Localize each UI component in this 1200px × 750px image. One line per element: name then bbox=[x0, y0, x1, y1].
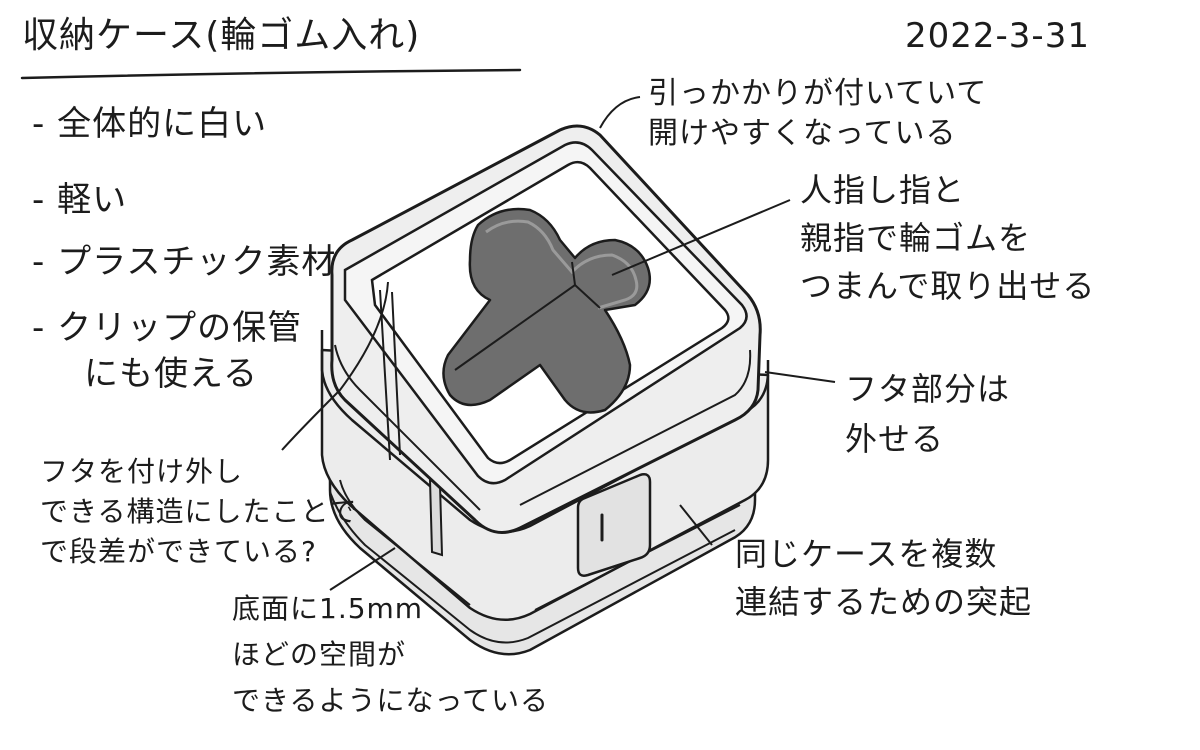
lid-side-edge bbox=[334, 344, 752, 511]
leader-pinch bbox=[611, 199, 791, 276]
cross-cutout bbox=[442, 207, 652, 414]
annotation-connector: 同じケースを複数 連結するための突起 bbox=[735, 530, 1032, 626]
annotation-step: フタを付け外し できる構造にしたことで で段差ができている? bbox=[40, 452, 358, 572]
front-connector-tab bbox=[576, 473, 652, 577]
leader-bottom bbox=[329, 547, 396, 591]
cross-cutout-highlight bbox=[485, 219, 639, 310]
annotation-line: フタを付け外し bbox=[40, 455, 244, 488]
annotation-line: つまんで取り出せる bbox=[800, 267, 1096, 305]
page-title: 収納ケース(輪ゴム入れ) bbox=[22, 15, 421, 56]
annotation-line: で段差ができている? bbox=[40, 535, 317, 568]
annotation-bottom: 底面に1.5mm ほどの空間が できるようになっている bbox=[232, 586, 549, 724]
date-label: 2022-3-31 bbox=[905, 16, 1090, 56]
annotation-line: できるようになっている bbox=[232, 684, 550, 717]
list-item: - 全体的に白い bbox=[32, 104, 268, 144]
annotation-lid: フタ部分は 外せる bbox=[845, 364, 1010, 464]
annotation-hook: 引っかかりが付いていて 開けやすくなっている bbox=[648, 74, 987, 154]
cross-cutout-crease bbox=[454, 261, 601, 371]
annotation-pinch: 人指し指と 親指で輪ゴムを つまんで取り出せる bbox=[800, 166, 1095, 310]
list-item: - プラスチック素材 bbox=[32, 242, 337, 282]
annotation-line: 同じケースを複数 bbox=[735, 535, 998, 573]
annotation-line: 開けやすくなっている bbox=[648, 116, 957, 151]
annotation-line: 外せる bbox=[845, 420, 945, 458]
leader-step bbox=[281, 281, 389, 451]
annotation-line: 親指で輪ゴムを bbox=[800, 219, 1032, 257]
annotation-line: 人指し指と bbox=[800, 171, 966, 209]
leader-connect bbox=[679, 504, 713, 546]
list-item: - 軽い bbox=[32, 180, 128, 220]
annotation-line: ほどの空間が bbox=[232, 638, 407, 671]
lid-recess-inner-wall bbox=[379, 289, 401, 461]
case-base-lower-line bbox=[329, 491, 736, 644]
annotation-line: 引っかかりが付いていて bbox=[648, 76, 988, 111]
leader-hook bbox=[599, 96, 641, 129]
annotation-line: フタ部分は bbox=[845, 370, 1011, 408]
list-item: - クリップの保管 bbox=[32, 308, 303, 348]
leader-lid bbox=[764, 371, 836, 383]
list-item: にも使える bbox=[84, 354, 258, 394]
annotation-line: 連結するための突起 bbox=[735, 583, 1033, 621]
annotation-line: 底面に1.5mm bbox=[232, 592, 424, 625]
title-underline bbox=[20, 68, 522, 80]
annotation-line: できる構造にしたことで bbox=[40, 495, 358, 528]
left-connector-tab bbox=[428, 478, 444, 557]
